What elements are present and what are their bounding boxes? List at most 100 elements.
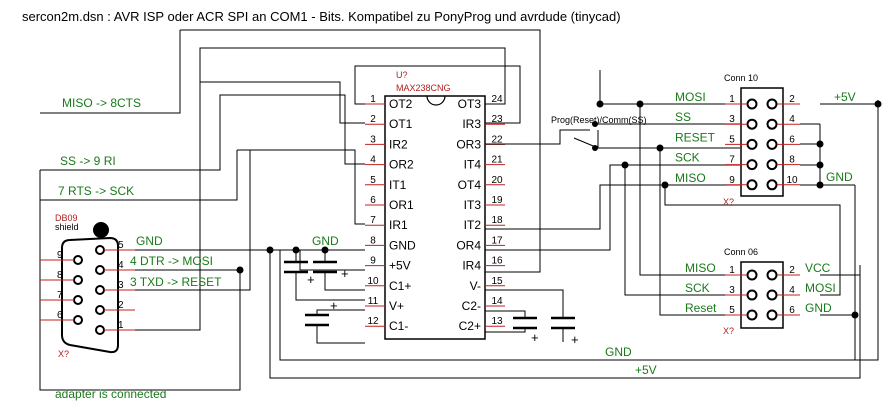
wire-cap1-bot (295, 272, 365, 301)
header-pin (766, 118, 778, 130)
ic-pin-number: 14 (491, 296, 503, 307)
header-net-label: Reset (685, 301, 717, 315)
db9-shield-label: shield (55, 222, 79, 232)
ic-pin-number: 13 (491, 316, 503, 327)
header-pin (746, 269, 758, 281)
header-pin (766, 309, 778, 321)
ic-pin-number: 22 (491, 134, 503, 145)
ic-pin-name: C2- (462, 299, 481, 313)
conn06-title: Conn 06 (724, 247, 758, 257)
ic-pin-name: OR1 (389, 198, 414, 212)
net-gnd-bottom: GND (605, 345, 632, 359)
header-net-label: SCK (685, 281, 710, 295)
ic-pin-number: 3 (370, 134, 376, 145)
header-pin (746, 138, 758, 150)
ic-pin-name: IT1 (389, 178, 407, 192)
svg-text:+: + (330, 298, 338, 313)
header-pin-number: 4 (789, 285, 795, 296)
wire-cap3-bot (316, 325, 365, 344)
net-5v-bottom: +5V (635, 363, 657, 377)
wire-conn06-sck (624, 165, 740, 296)
ic-pin-name: C2+ (459, 319, 481, 333)
ic-pin-number: 10 (367, 276, 379, 287)
svg-text:+: + (341, 266, 349, 281)
header-pin-number: 8 (789, 155, 795, 166)
header-net-label: MISO (685, 261, 716, 275)
wire-ir1 (237, 149, 365, 225)
header-pin-number: 6 (789, 134, 795, 145)
ic-pin-number: 7 (370, 215, 376, 226)
ic-pin-number: 24 (491, 94, 503, 105)
header-pin (766, 179, 778, 191)
wire-v-minus (485, 289, 564, 318)
header-pin (766, 98, 778, 110)
header-pin-number: 2 (789, 94, 795, 105)
ic-pin-number: 5 (370, 175, 376, 186)
ic-pin-number: 18 (491, 215, 503, 226)
ic-pin-name: IR4 (462, 259, 481, 273)
header-pin (766, 159, 778, 171)
wire-c2-minus (485, 310, 526, 318)
ic-pin-name: V- (470, 279, 481, 293)
ic-ref: U? (396, 70, 408, 80)
db9-pin-number: 8 (57, 270, 63, 281)
header-pin-number: 9 (729, 175, 735, 186)
net-labels: MISO -> 8CTS SS -> 9 RI 7 RTS -> SCK GND… (55, 96, 657, 401)
ic-pin-name: V+ (389, 299, 404, 313)
ic-pin-name: IR3 (462, 117, 481, 131)
wire-conn06-mosi (664, 185, 841, 296)
conn06-right-label: GND (805, 301, 832, 315)
conn10-5v-label: +5V (834, 90, 856, 104)
net-dtr-mosi: 4 DTR -> MOSI (130, 254, 213, 268)
wire-5v-bottom (269, 250, 861, 379)
db9-pin-number: 4 (118, 260, 124, 271)
header-pin-number: 7 (729, 155, 735, 166)
ic-pin-number: 21 (491, 155, 503, 166)
net-adapter: adapter is connected (55, 387, 166, 401)
svg-text:+: + (307, 272, 315, 287)
ic-pin-name: IT2 (464, 218, 482, 232)
db9-pin-number: 9 (57, 250, 63, 261)
schematic-title: sercon2m.dsn : AVR ISP oder ACR SPI an C… (22, 9, 621, 24)
conn06-ref: X? (723, 326, 734, 336)
header-pin-number: 5 (729, 305, 735, 316)
header-pin-number: 1 (729, 94, 735, 105)
ic-pin-name: IT3 (464, 198, 482, 212)
header-net-label: MISO (675, 171, 706, 185)
net-miso-cts: MISO -> 8CTS (62, 96, 141, 110)
ic-part: MAX238CNG (396, 83, 451, 93)
ic-pin-name: OT2 (389, 97, 413, 111)
header-pin-number: 6 (789, 305, 795, 316)
header-net-label: SCK (675, 151, 700, 165)
net-txd-reset: 3 TXD -> RESET (130, 275, 222, 289)
conn10-gnd-label: GND (826, 170, 853, 184)
header-pin (746, 118, 758, 130)
db9-pin-number: 1 (118, 320, 124, 331)
db9-pin-number: 7 (57, 290, 63, 301)
ic-right-pins: 24OT323IR322OR321IT420OT419IT318IT217OR4… (456, 94, 505, 333)
ic-pin-name: IR2 (389, 137, 408, 151)
header-pin (746, 98, 758, 110)
db9-pin-number: 5 (118, 240, 124, 251)
header-pin (746, 289, 758, 301)
junctions (236, 100, 882, 319)
db9-shield-dot (93, 222, 109, 238)
header-pin (766, 269, 778, 281)
header-pin (746, 179, 758, 191)
ic-pin-number: 4 (370, 155, 376, 166)
ic-pin-name: IT4 (464, 158, 482, 172)
ic-pin-number: 17 (491, 235, 503, 246)
header-net-label: RESET (675, 130, 716, 144)
header-pin-number: 1 (729, 265, 735, 276)
wire-gnd-bottom (279, 100, 879, 361)
db9-pin-number: 2 (118, 300, 124, 311)
header-pin-number: 5 (729, 134, 735, 145)
wire-or2 (344, 144, 365, 165)
capacitors (284, 260, 575, 330)
wire-cap3-top (316, 309, 365, 315)
net-rts-sck: 7 RTS -> SCK (58, 184, 134, 198)
